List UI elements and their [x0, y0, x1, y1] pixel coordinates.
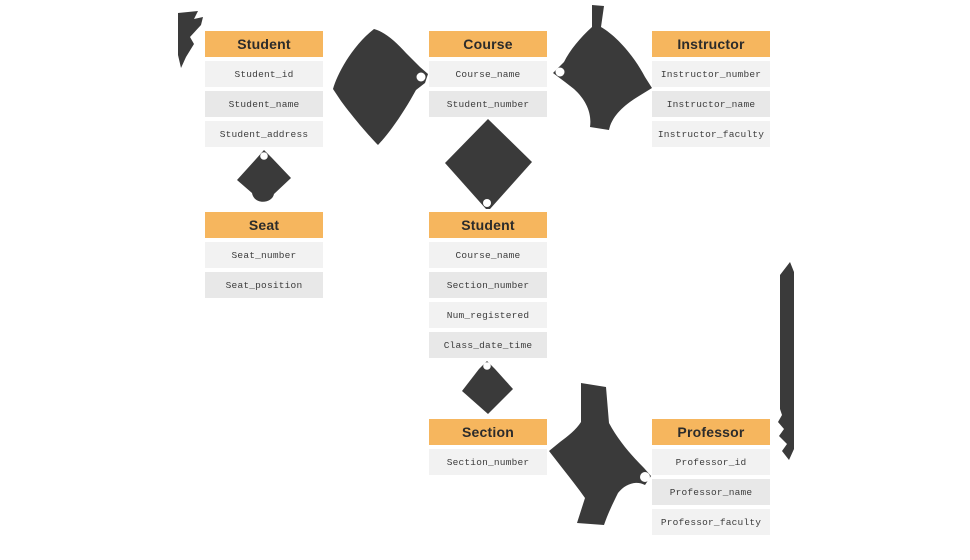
connector-dot-icon	[416, 72, 426, 82]
attribute-row: Instructor_name	[652, 91, 770, 117]
entity-title: Seat	[205, 212, 323, 238]
entity-title: Professor	[652, 419, 770, 445]
attribute-row: Section_number	[429, 272, 547, 298]
entity-section: Section Section_number	[429, 419, 547, 475]
attribute-row: Professor_name	[652, 479, 770, 505]
attribute-row: Class_date_time	[429, 332, 547, 358]
attribute-row: Student_name	[205, 91, 323, 117]
entity-title: Course	[429, 31, 547, 57]
attribute-row: Student_address	[205, 121, 323, 147]
entity-student-2: Student Course_name Section_number Num_r…	[429, 212, 547, 358]
entity-professor: Professor Professor_id Professor_name Pr…	[652, 419, 770, 535]
relationship-blob-section-professor-icon	[549, 383, 651, 525]
entity-title: Section	[429, 419, 547, 445]
connector-dot-icon	[483, 199, 491, 207]
attribute-row: Instructor_faculty	[652, 121, 770, 147]
attribute-row: Professor_id	[652, 449, 770, 475]
connector-dot-icon	[640, 472, 650, 482]
attribute-row: Seat_number	[205, 242, 323, 268]
relationship-diamond-course-instructor-icon	[553, 5, 652, 130]
entity-title: Student	[429, 212, 547, 238]
connector-bar-right-icon	[778, 262, 794, 460]
attribute-row: Course_name	[429, 61, 547, 87]
entity-title: Student	[205, 31, 323, 57]
entity-seat: Seat Seat_number Seat_position	[205, 212, 323, 298]
entity-instructor: Instructor Instructor_number Instructor_…	[652, 31, 770, 147]
attribute-row: Instructor_number	[652, 61, 770, 87]
relationship-diamond-student-course-icon	[333, 29, 428, 145]
connector-dot-icon	[483, 362, 491, 370]
attribute-row: Professor_faculty	[652, 509, 770, 535]
connector-dot-icon	[260, 152, 268, 160]
entity-title: Instructor	[652, 31, 770, 57]
connector-dot-icon	[555, 67, 565, 77]
entity-student: Student Student_id Student_name Student_…	[205, 31, 323, 147]
attribute-row: Course_name	[429, 242, 547, 268]
attribute-row: Num_registered	[429, 302, 547, 328]
relationship-diamond-student-section-icon	[462, 361, 513, 414]
relationship-diamond-student-seat-icon	[237, 150, 291, 202]
relationship-diamond-course-student-icon	[445, 119, 532, 209]
attribute-row: Section_number	[429, 449, 547, 475]
attribute-row: Seat_position	[205, 272, 323, 298]
attribute-row: Student_number	[429, 91, 547, 117]
blob-top-left-icon	[178, 11, 203, 68]
entity-course: Course Course_name Student_number	[429, 31, 547, 117]
attribute-row: Student_id	[205, 61, 323, 87]
